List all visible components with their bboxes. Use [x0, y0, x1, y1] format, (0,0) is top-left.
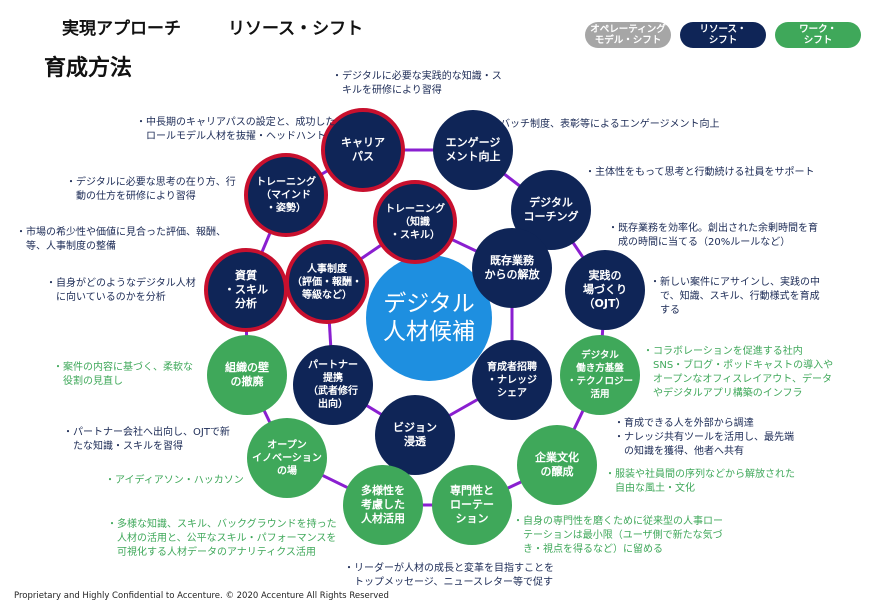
node-training-skill: トレーニング （知識 ・スキル）: [373, 180, 457, 264]
node-engagement: エンゲージ メント向上: [433, 110, 513, 190]
approach-label: 実現アプローチ: [62, 19, 181, 39]
note-partner: ・パートナー会社へ出向し、OJTで新 たな知識・スキルを習得: [63, 427, 230, 452]
node-diversity: 多様性を 考慮した 人材活用: [343, 465, 423, 545]
node-career-path: キャリア パス: [321, 108, 405, 192]
node-rotation: 専門性と ローテー ション: [432, 465, 512, 545]
center-digital-talent: デジタル 人材候補: [366, 255, 492, 381]
tag-operating-model-shift: オペレーティング モデル・シフト: [585, 22, 671, 48]
note-coaching: ・主体性をもって思考と行動続ける社員をサポート: [585, 167, 815, 178]
node-open-innovation: オープン イノベーション の場: [247, 418, 327, 498]
shift-label: リソース・シフト: [228, 19, 364, 39]
tag-resource-shift: リソース・ シフト: [680, 22, 766, 48]
note-knowledge: ・育成できる人を外部から調達 ・ナレッジ共有ツールを活用し、最先端 の知識を獲得…: [614, 418, 794, 457]
note-training-mind: ・デジタルに必要な思考の在り方、行 動の仕方を研修により習得: [66, 177, 236, 202]
node-training-mind: トレーニング （マインド ・姿勢）: [244, 153, 328, 237]
node-hr-system: 人事制度 （評価・報酬・ 等級など）: [285, 240, 369, 324]
note-engagement: バッチ制度、表彰等によるエンゲージメント向上: [500, 119, 720, 130]
node-aptitude-analysis: 資質 ・スキル 分析: [204, 248, 288, 332]
note-org-wall: ・案件の内容に基づく、柔軟な 役割の見直し: [53, 362, 193, 387]
tag-work-shift: ワーク・ シフト: [775, 22, 861, 48]
node-knowledge-share: 育成者招聘 ・ナレッジ シェア: [472, 340, 552, 420]
note-work-infra: ・コラボレーションを促進する社内 SNS・ブログ・ポッドキャストの導入や オープ…: [643, 346, 834, 399]
node-partner: パートナー 提携 （武者修行 出向）: [293, 345, 373, 425]
note-career: ・中長期のキャリアパスの設定と、成功した ロールモデル人材を抜擢・ヘッドハント: [136, 117, 336, 142]
note-release: ・既存業務を効率化。創出された余剰時間を育 成の時間に当てる（20%ルールなど）: [608, 223, 818, 248]
note-ojt: ・新しい案件にアサインし、実践の中 で、知識、スキル、行動様式を育成 する: [650, 277, 820, 316]
node-ojt: 実践の 場づくり （OJT）: [565, 250, 645, 330]
note-hr: ・市場の希少性や価値に見合った評価、報酬、 等、人事制度の整備: [16, 227, 226, 252]
node-vision: ビジョン 浸透: [375, 395, 455, 475]
note-aptitude: ・自身がどのようなデジタル人材 に向いているのかを分析: [46, 278, 196, 303]
footer-copyright: Proprietary and Highly Confidential to A…: [14, 591, 389, 601]
node-culture: 企業文化 の醸成: [517, 425, 597, 505]
note-vision: ・リーダーが人材の成長と変革を目指すことを トップメッセージ、ニュースレター等で…: [344, 563, 554, 588]
note-rotation: ・自身の専門性を磨くために従来型の人事ロー テーションは最小限（ユーザ側で新たな…: [513, 516, 723, 555]
note-culture: ・服装や社員間の序列などから解放された 自由な風土・文化: [605, 469, 795, 494]
note-training-skill: ・デジタルに必要な実践的な知識・ス キルを研修により習得: [332, 71, 502, 96]
page-title: 育成方法: [44, 56, 133, 81]
node-release-from-work: 既存業務 からの解放: [472, 228, 552, 308]
node-org-wall: 組織の壁 の撤廃: [207, 335, 287, 415]
node-work-infra: デジタル 働き方基盤 ・テクノロジー 活用: [560, 335, 640, 415]
note-open-innovation: ・アイディアソン・ハッカソン: [105, 475, 244, 486]
note-diversity: ・多様な知識、スキル、バックグラウンドを持った 人材の活用と、公平なスキル・パフ…: [107, 519, 337, 558]
